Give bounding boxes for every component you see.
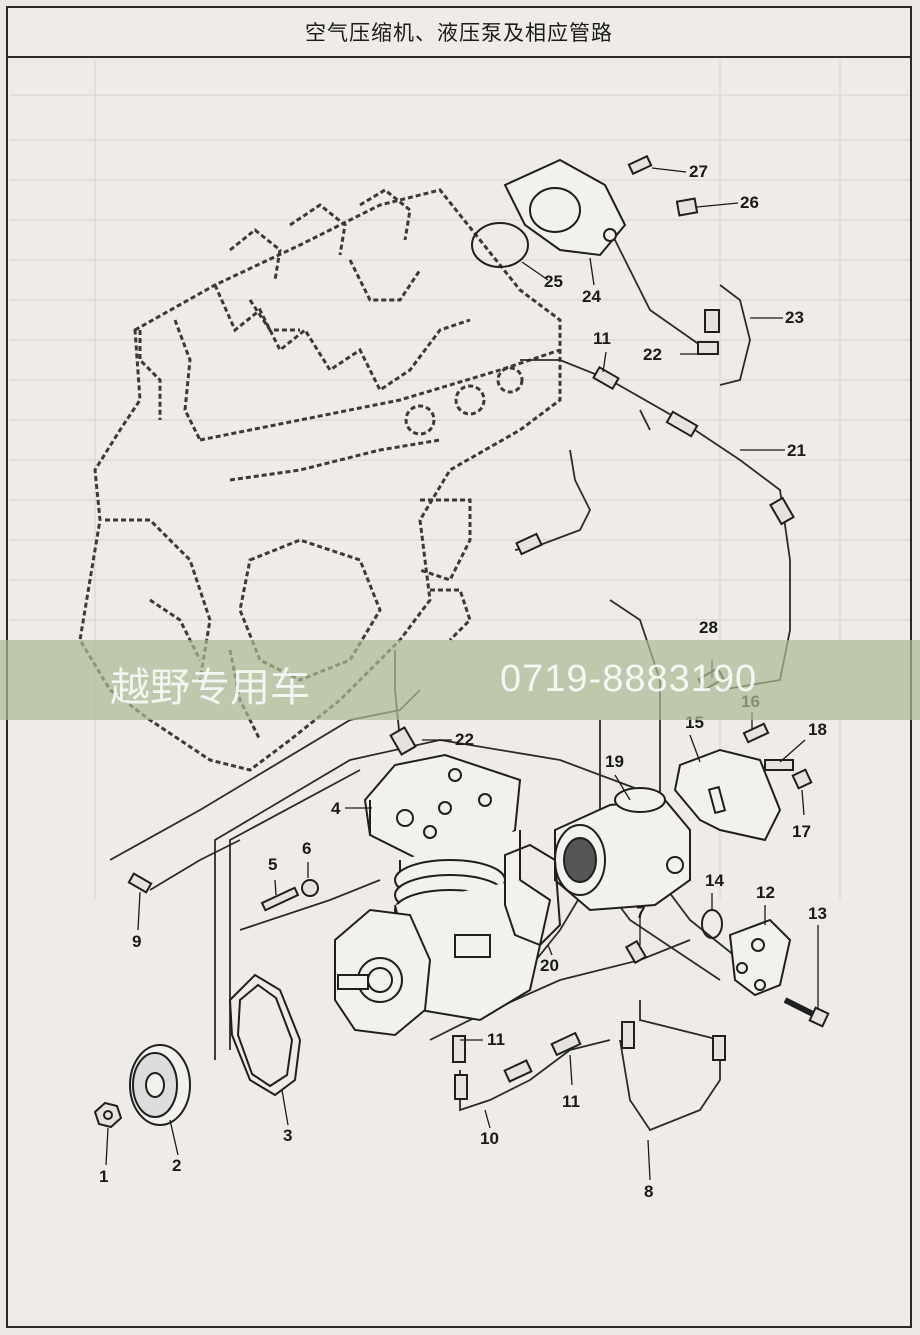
callout-18: 18 — [808, 720, 827, 739]
pump-bracket — [673, 748, 782, 842]
watermark-text-left: 越野专用车 — [110, 665, 310, 711]
cover-plate — [728, 918, 792, 997]
callout-7: 7 — [636, 903, 646, 922]
gasket — [228, 973, 302, 1097]
callout-28: 28 — [699, 618, 718, 637]
callout-11-bottom: 11 — [562, 1092, 580, 1111]
callout-20: 20 — [540, 956, 559, 975]
title-bar: 空气压缩机、液压泵及相应管路 — [8, 8, 910, 58]
callout-5: 5 — [268, 855, 278, 874]
callout-22-upper: 22 — [643, 345, 662, 364]
compressor-flange — [334, 908, 432, 1037]
callout-6: 6 — [302, 839, 312, 858]
air-compressor — [363, 753, 552, 1022]
callout-21: 21 — [787, 441, 806, 460]
callout-14: 14 — [705, 871, 724, 890]
watermark-band — [0, 640, 920, 720]
callout-9: 9 — [132, 932, 142, 951]
drive-gear — [129, 1044, 191, 1126]
callout-17: 17 — [792, 822, 811, 841]
callout-8: 8 — [644, 1182, 654, 1201]
callout-19: 19 — [605, 752, 624, 771]
hydraulic-pump — [554, 787, 691, 912]
callout-22-lower: 22 — [455, 730, 474, 749]
nut — [93, 1101, 123, 1129]
page-title: 空气压缩机、液压泵及相应管路 — [305, 21, 613, 45]
callout-1: 1 — [99, 1167, 109, 1186]
callout-27: 27 — [689, 162, 708, 181]
seal-ring — [471, 222, 529, 268]
callout-12: 12 — [756, 883, 775, 902]
bolt — [783, 997, 830, 1028]
callout-4: 4 — [331, 799, 341, 818]
callout-23: 23 — [785, 308, 804, 327]
callout-24: 24 — [582, 287, 601, 306]
callout-11-lower: 11 — [487, 1030, 505, 1049]
callout-25: 25 — [544, 272, 563, 291]
callout-3: 3 — [283, 1126, 293, 1145]
callout-11-upper: 11 — [593, 329, 611, 348]
callout-2: 2 — [172, 1156, 182, 1175]
callout-13: 13 — [808, 904, 827, 923]
callout-10: 10 — [480, 1129, 499, 1148]
pump-gasket — [504, 843, 562, 947]
o-ring — [701, 909, 723, 939]
top-flange-plate — [503, 158, 627, 257]
ghost-table — [10, 60, 910, 900]
watermark-text-right: 0719-8883190 — [500, 658, 758, 700]
callout-26: 26 — [740, 193, 759, 212]
fasteners — [127, 154, 813, 1100]
